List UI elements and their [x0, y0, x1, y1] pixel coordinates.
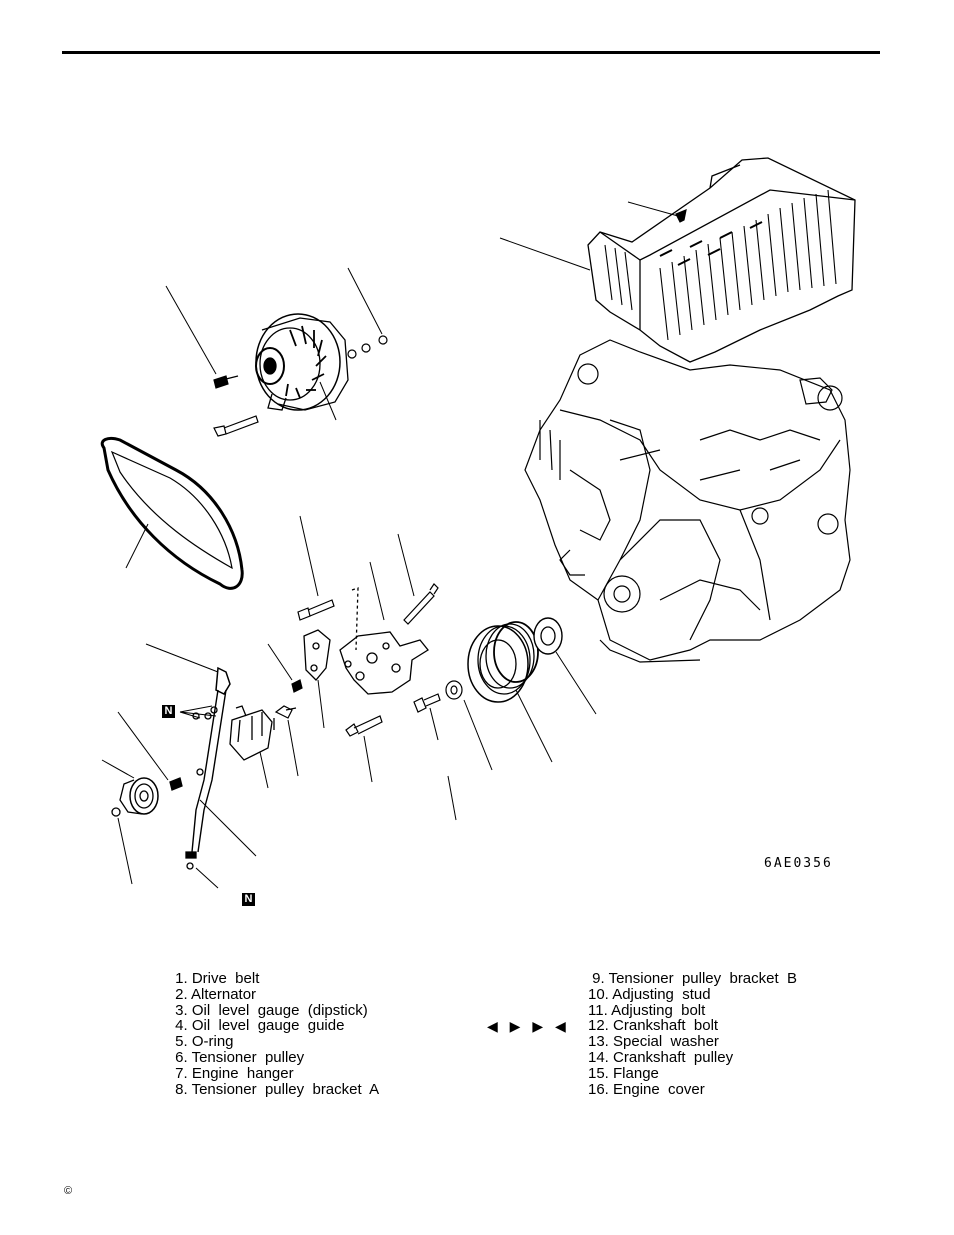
legend-item: 16. Engine cover	[588, 1080, 705, 1098]
legend-item: 13. Special washer	[588, 1033, 719, 1051]
legend-item: 1. Drive belt	[171, 970, 260, 987]
legend-item: 11. Adjusting bolt	[588, 1001, 706, 1019]
tensioner-brackets	[303, 587, 429, 695]
legend-item: 7. Engine hanger	[171, 1064, 294, 1082]
legend-item: 3. Oil level gauge (dipstick)	[171, 1001, 368, 1019]
drive-belt	[100, 436, 244, 590]
legend-item: 8. Tensioner pulley bracket A	[171, 1080, 380, 1098]
legend-item: 6. Tensioner pulley	[171, 1048, 305, 1066]
leader-lines	[101, 201, 679, 889]
figure-code: 6AE0356	[764, 856, 833, 871]
o-ring-marker-upper: N	[162, 705, 175, 718]
bolts-and-studs	[274, 583, 463, 737]
crankshaft-bolt-arrow-marks: ◀ ▶ ▶ ◀	[487, 1018, 570, 1034]
legend-item: 15. Flange	[588, 1064, 659, 1082]
engine-cover	[587, 157, 856, 363]
legend-item: 9. Tensioner pulley bracket B	[588, 970, 798, 987]
legend-right-column: 9. Tensioner pulley bracket B 10. Adjust…	[588, 971, 797, 1097]
oil-level-gauge	[185, 666, 231, 870]
engine-block	[524, 339, 851, 663]
o-ring-marker-lower: N	[242, 893, 255, 906]
legend-item: 14. Crankshaft pulley	[588, 1048, 734, 1066]
copyright-symbol: ©	[64, 1185, 73, 1197]
legend-item: 10. Adjusting stud	[588, 985, 711, 1003]
header-rule	[62, 51, 880, 54]
legend-item: 2. Alternator	[171, 985, 257, 1003]
engine-exploded-diagram	[100, 157, 856, 889]
legend-item: 5. O-ring	[171, 1033, 234, 1051]
crankshaft-pulley	[467, 617, 563, 703]
alternator	[255, 313, 349, 411]
legend-left-column: 1. Drive belt 2. Alternator 3. Oil level…	[171, 971, 379, 1097]
alternator-bolts	[213, 209, 687, 437]
engine-hanger	[229, 705, 275, 761]
legend-item: 12. Crankshaft bolt	[588, 1017, 719, 1035]
tensioner-pulley	[111, 777, 183, 817]
legend-item: 4. Oil level gauge guide	[171, 1017, 345, 1035]
